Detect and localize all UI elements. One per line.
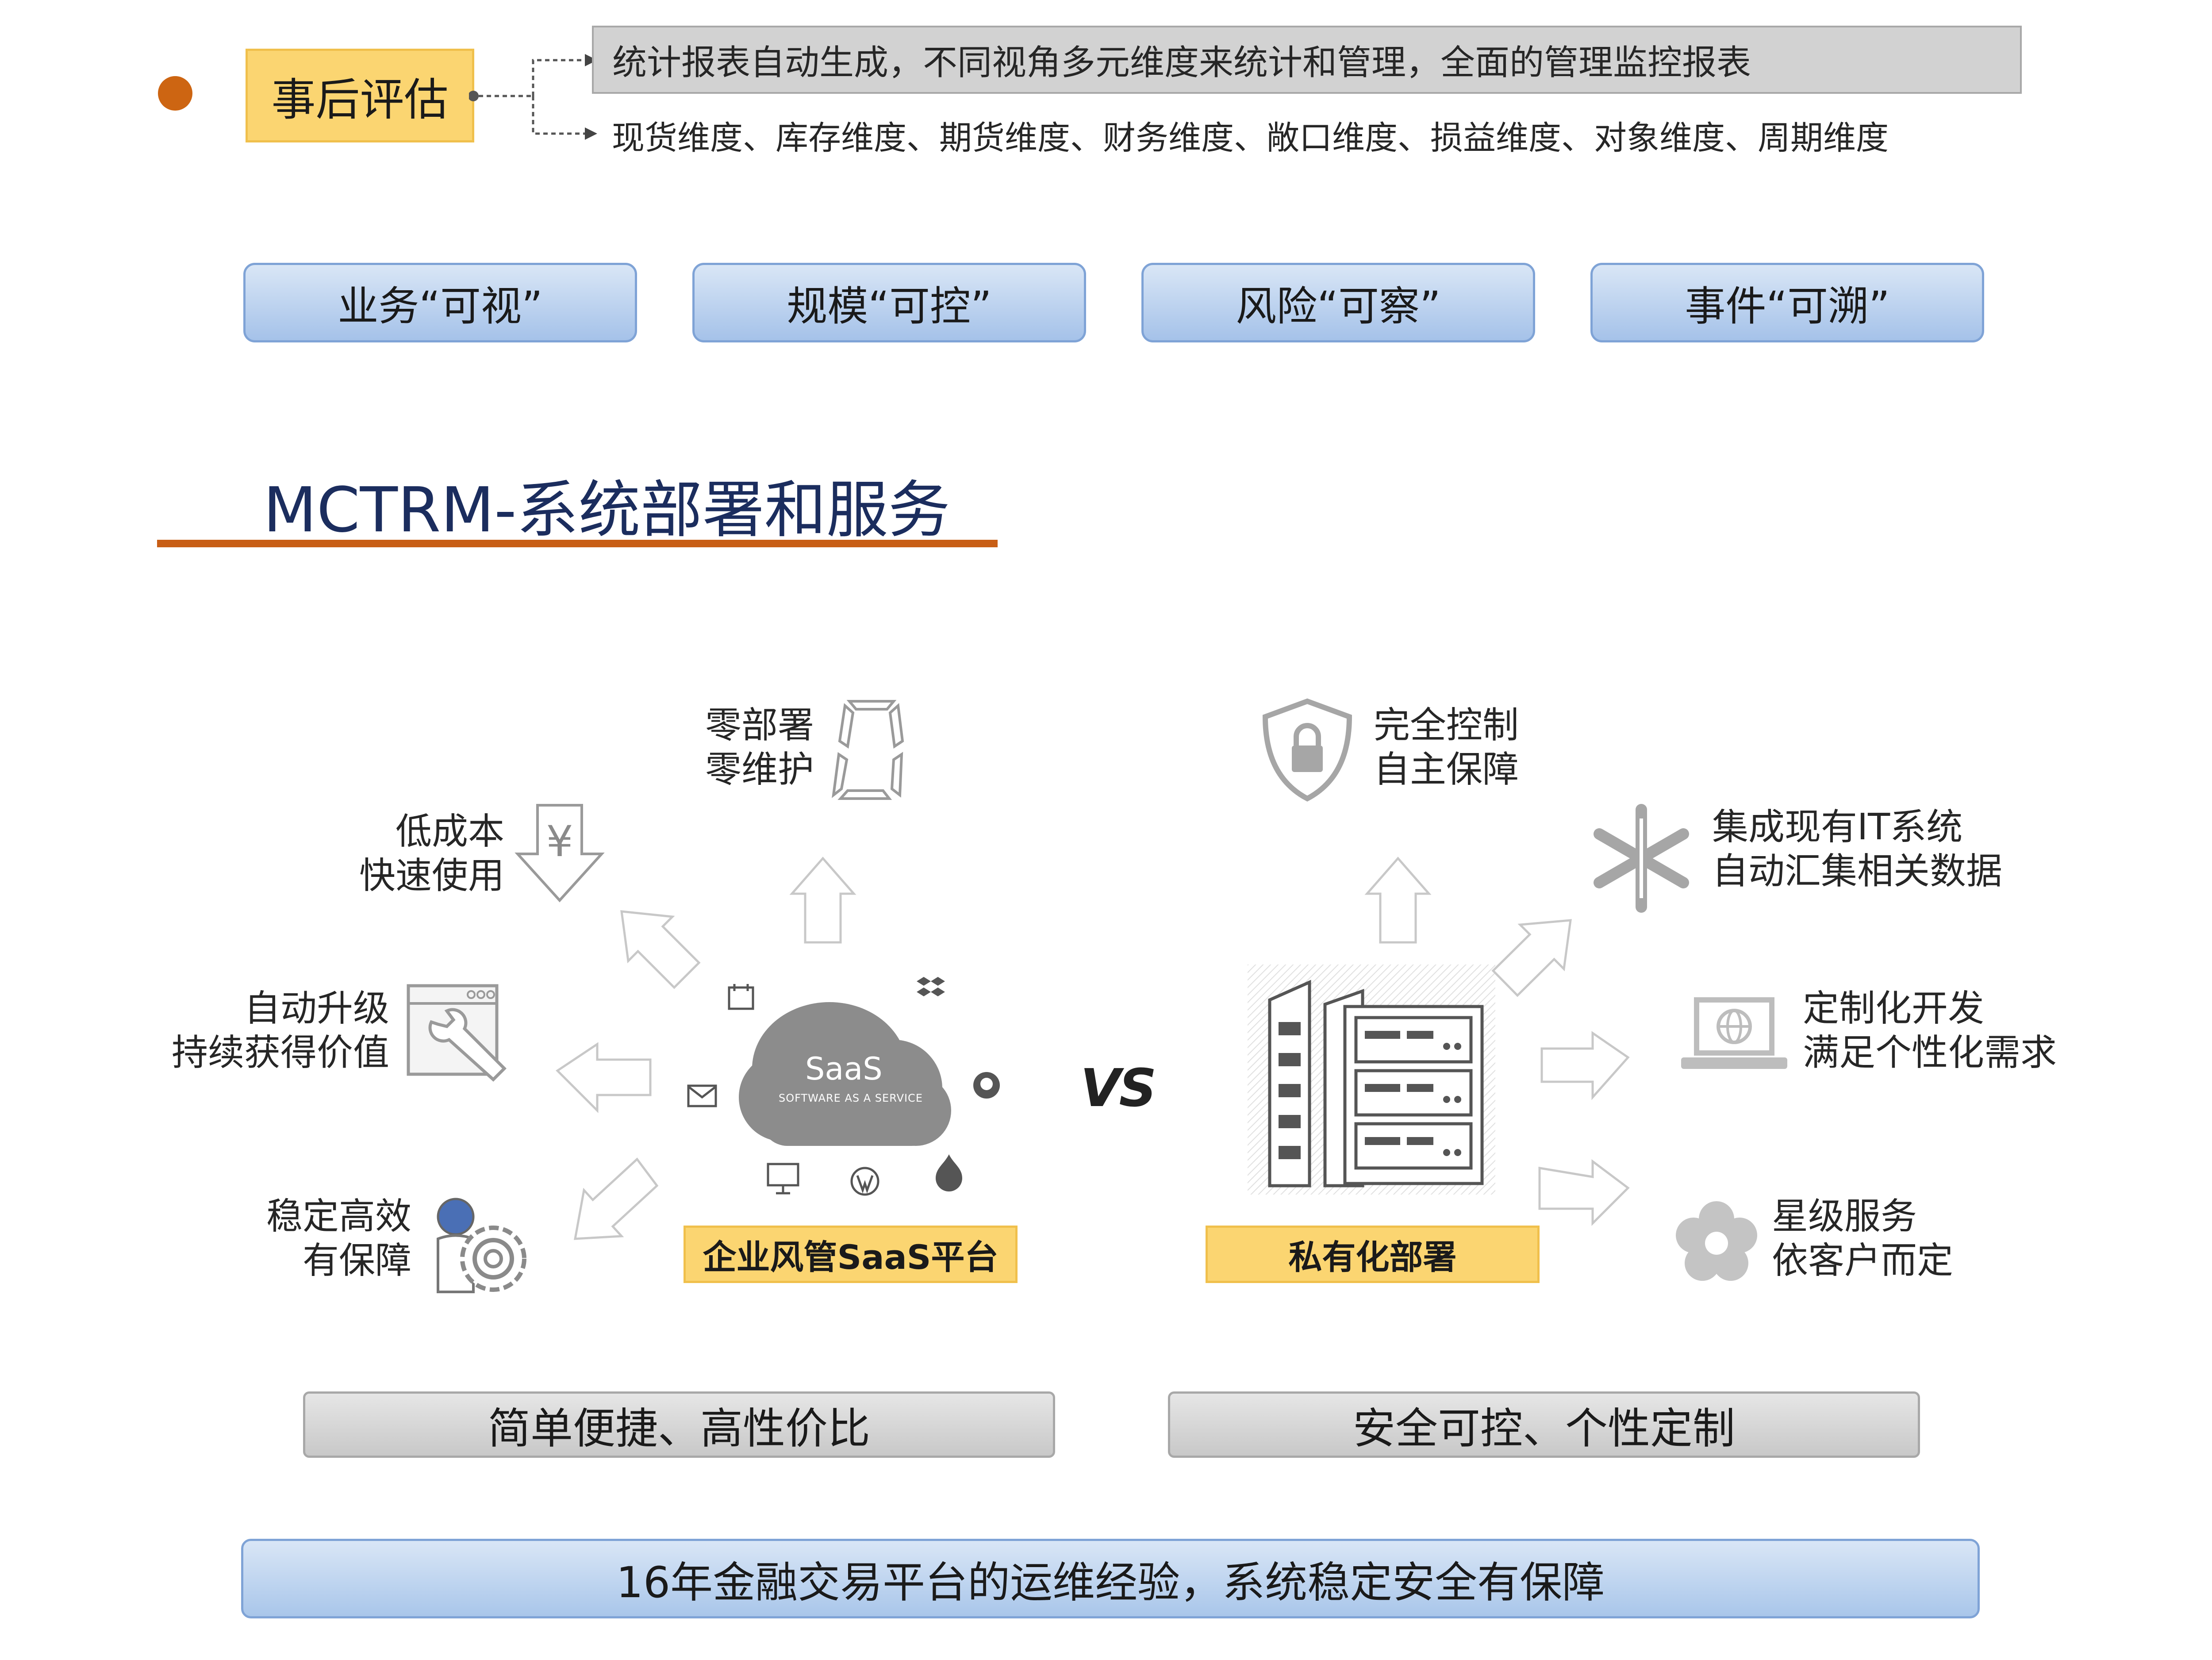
snowflake-icon bbox=[1594, 804, 1689, 913]
mail-icon bbox=[687, 1084, 717, 1107]
saas-cloud-title: SaaS bbox=[805, 1051, 883, 1087]
digital-zero-icon bbox=[832, 700, 904, 800]
pill-event-traceable: 事件“可溯” bbox=[1590, 263, 1984, 342]
private-feature-customization: 定制化开发满足个性化需求 bbox=[1803, 988, 2057, 1074]
yen-down-arrow-icon: ¥ bbox=[515, 804, 605, 903]
server-building-icon bbox=[1248, 964, 1495, 1195]
svg-text:¥: ¥ bbox=[546, 817, 573, 866]
laptop-globe-icon bbox=[1681, 997, 1787, 1069]
private-feature-full-control: 完全控制自主保障 bbox=[1374, 704, 1519, 791]
saas-platform-label: 企业风管SaaS平台 bbox=[684, 1226, 1018, 1283]
saas-arrows bbox=[556, 857, 856, 1240]
wordpress-icon bbox=[850, 1167, 879, 1196]
section-title-underline bbox=[157, 540, 998, 547]
pill-risk-observable: 风险“可察” bbox=[1141, 263, 1535, 342]
section-title: MCTRM-系统部署和服务 bbox=[263, 474, 950, 546]
private-feature-integration: 集成现有IT系统自动汇集相关数据 bbox=[1712, 806, 2003, 893]
pill-scale-controllable: 规模“可控” bbox=[692, 263, 1086, 342]
saas-feature-low-cost: 低成本快速使用 bbox=[359, 811, 504, 897]
saas-cloud-icon bbox=[739, 1002, 951, 1146]
saas-cloud-subtitle: SOFTWARE AS A SERVICE bbox=[779, 1092, 923, 1104]
private-deployment-label: 私有化部署 bbox=[1206, 1226, 1540, 1283]
vs-label: VS bbox=[1080, 1057, 1156, 1118]
evaluation-dimensions: 现货维度、库存维度、期货维度、财务维度、敞口维度、损益维度、对象维度、周期维度 bbox=[612, 119, 1889, 157]
evaluation-label: 事后评估 bbox=[246, 49, 474, 142]
browser-wrench-icon bbox=[407, 984, 507, 1082]
evaluation-connector bbox=[469, 54, 597, 140]
pill-business-visible: 业务“可视” bbox=[243, 263, 637, 342]
saas-feature-zero-deploy: 零部署零维护 bbox=[705, 704, 814, 791]
drupal-icon bbox=[936, 1154, 962, 1191]
saas-feature-auto-upgrade: 自动升级持续获得价值 bbox=[171, 988, 389, 1074]
worker-gear-icon bbox=[437, 1198, 526, 1293]
evaluation-summary: 统计报表自动生成，不同视角多元维度来统计和管理，全面的管理监控报表 bbox=[592, 26, 2022, 94]
shield-lock-icon bbox=[1262, 698, 1352, 802]
saas-feature-stable: 稳定高效有保障 bbox=[266, 1195, 411, 1282]
monitor-icon bbox=[767, 1163, 799, 1195]
private-arrows bbox=[1364, 857, 1630, 1226]
orange-bullet-icon bbox=[158, 76, 192, 111]
calendar-icon bbox=[728, 984, 754, 1010]
private-feature-star-service: 星级服务依客户而定 bbox=[1772, 1195, 1954, 1282]
footer-banner: 16年金融交易平台的运维经验，系统稳定安全有保障 bbox=[241, 1539, 1980, 1618]
github-icon bbox=[973, 1072, 1000, 1099]
dropbox-icon bbox=[917, 977, 945, 996]
flower-icon bbox=[1676, 1201, 1757, 1281]
private-summary-bar: 安全可控、个性定制 bbox=[1168, 1391, 1920, 1458]
saas-summary-bar: 简单便捷、高性价比 bbox=[303, 1391, 1055, 1458]
